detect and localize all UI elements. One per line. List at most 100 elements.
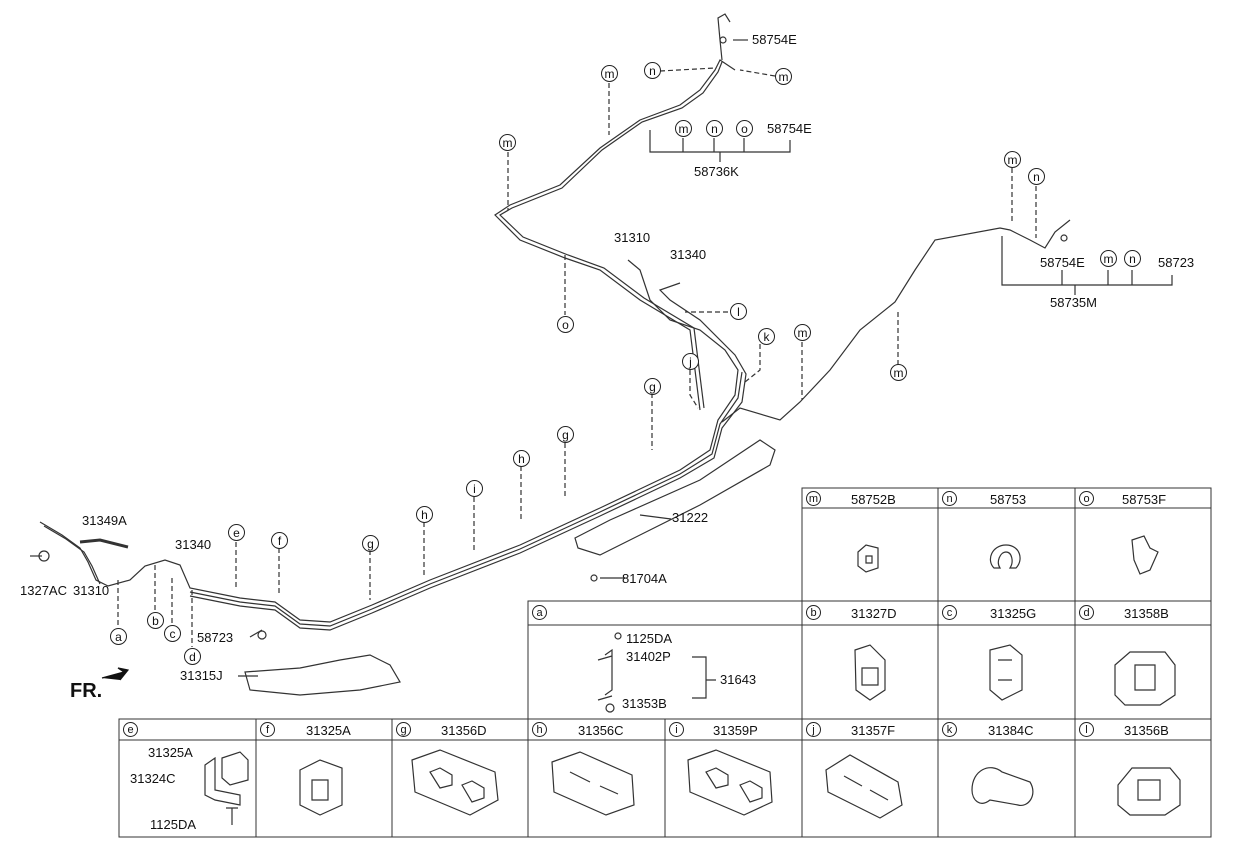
callout-i: i	[466, 480, 483, 497]
table-key-j: j	[806, 722, 821, 737]
clip-31384c-icon	[971, 767, 1034, 807]
part-31310-top: 31310	[614, 230, 651, 245]
callout-g-1: g	[362, 535, 379, 552]
table-part-58753: 58753	[990, 492, 1027, 507]
table-key-k: k	[942, 722, 957, 737]
nut-31353b-icon	[605, 703, 615, 713]
callout-h-2: h	[513, 450, 530, 467]
bolt-head-icon	[614, 632, 622, 640]
clip-31358b-icon	[1114, 651, 1176, 706]
clip-31402p-icon	[597, 655, 613, 701]
a-part-31643: 31643	[720, 672, 757, 687]
parts-table	[118, 487, 1212, 838]
table-key-c: c	[942, 605, 957, 620]
clip-31357f-icon	[825, 754, 903, 819]
table-key-a: a	[532, 605, 547, 620]
callout-m-1: m	[601, 65, 618, 82]
callout-n-1: n	[644, 62, 661, 79]
table-key-e: e	[123, 722, 138, 737]
table-key-h: h	[532, 722, 547, 737]
nut-58754e-icon	[719, 36, 727, 44]
part-58754e-top: 58754E	[752, 32, 797, 47]
clip-31356d-icon	[411, 749, 499, 816]
table-key-d: d	[1079, 605, 1094, 620]
callout-d: d	[184, 648, 201, 665]
a-part-1125da: 1125DA	[626, 631, 673, 646]
clip-58753-icon	[989, 544, 1021, 569]
part-58723-right: 58723	[1158, 255, 1195, 270]
callout-m-3: m	[675, 120, 692, 137]
part-31340-top: 31340	[670, 247, 707, 262]
table-part-31327d: 31327D	[851, 606, 897, 621]
clip-58752b-icon	[857, 544, 879, 573]
e-part-31325a: 31325A	[148, 745, 193, 760]
clip-31325a-icon	[299, 759, 343, 816]
part-31315j: 31315J	[180, 668, 223, 683]
part-58736k: 58736K	[694, 164, 739, 179]
part-1327ac: 1327AC	[20, 583, 67, 598]
part-58754e-right: 58754E	[1040, 255, 1085, 270]
table-part-31384c: 31384C	[988, 723, 1034, 738]
callout-m-7: m	[794, 324, 811, 341]
callout-g-2: g	[557, 426, 574, 443]
callout-o-2: o	[557, 316, 574, 333]
callout-n-4: n	[1124, 250, 1141, 267]
callout-c: c	[164, 625, 181, 642]
callout-m-5: m	[1004, 151, 1021, 168]
part-31310-left: 31310	[73, 583, 110, 598]
table-part-31358b: 31358B	[1124, 606, 1169, 621]
grommet-1327ac-icon	[38, 550, 50, 562]
nut-81704a-icon	[590, 574, 598, 582]
clip-31327d-icon	[854, 644, 886, 701]
callout-a: a	[110, 628, 127, 645]
table-key-b: b	[806, 605, 821, 620]
clip-31356b-icon	[1117, 767, 1181, 816]
table-part-31356c: 31356C	[578, 723, 624, 738]
part-31349a: 31349A	[82, 513, 127, 528]
callout-g-3: g	[644, 378, 661, 395]
clip-58753f-icon	[1131, 535, 1159, 575]
table-key-g: g	[396, 722, 411, 737]
brake-line-upper-left	[721, 219, 1071, 423]
part-58754e-group: 58754E	[767, 121, 812, 136]
callout-m-6: m	[1100, 250, 1117, 267]
e-part-31324c: 31324C	[130, 771, 176, 786]
part-31340-left: 31340	[175, 537, 212, 552]
nut-58754e-right-icon	[1060, 234, 1068, 242]
table-key-f: f	[260, 722, 275, 737]
callout-m-8: m	[890, 364, 907, 381]
part-58723-left: 58723	[197, 630, 234, 645]
part-31222: 31222	[672, 510, 709, 525]
table-part-31325a: 31325A	[306, 723, 351, 738]
callout-f: f	[271, 532, 288, 549]
clip-31359p-icon	[687, 749, 773, 816]
heat-shield-31315j	[244, 654, 401, 696]
e-part-1125da: 1125DA	[150, 817, 197, 832]
callout-n-2: n	[706, 120, 723, 137]
front-direction-label: FR.	[70, 680, 103, 702]
table-part-31357f: 31357F	[851, 723, 896, 738]
table-key-m: m	[806, 491, 821, 506]
callout-j: j	[682, 353, 699, 370]
fuel-line-front	[39, 259, 739, 623]
bracket-31324c-icon	[204, 751, 249, 806]
callout-m-4: m	[499, 134, 516, 151]
heat-shield-31222	[574, 439, 776, 556]
table-key-o: o	[1079, 491, 1094, 506]
callout-k: k	[758, 328, 775, 345]
table-key-l: l	[1079, 722, 1094, 737]
callout-e: e	[228, 524, 245, 541]
callout-l: l	[730, 303, 747, 320]
callout-b: b	[147, 612, 164, 629]
callout-o-1: o	[736, 120, 753, 137]
table-key-i: i	[669, 722, 684, 737]
a-part-31353b: 31353B	[622, 696, 667, 711]
table-part-31356b: 31356B	[1124, 723, 1169, 738]
table-part-58752b: 58752B	[851, 492, 896, 507]
bolt-1125da-icon	[226, 807, 238, 825]
table-part-58753f: 58753F	[1122, 492, 1167, 507]
callout-h-1: h	[416, 506, 433, 523]
a-part-31402p: 31402P	[626, 649, 671, 664]
clip-31356c-icon	[551, 751, 635, 816]
